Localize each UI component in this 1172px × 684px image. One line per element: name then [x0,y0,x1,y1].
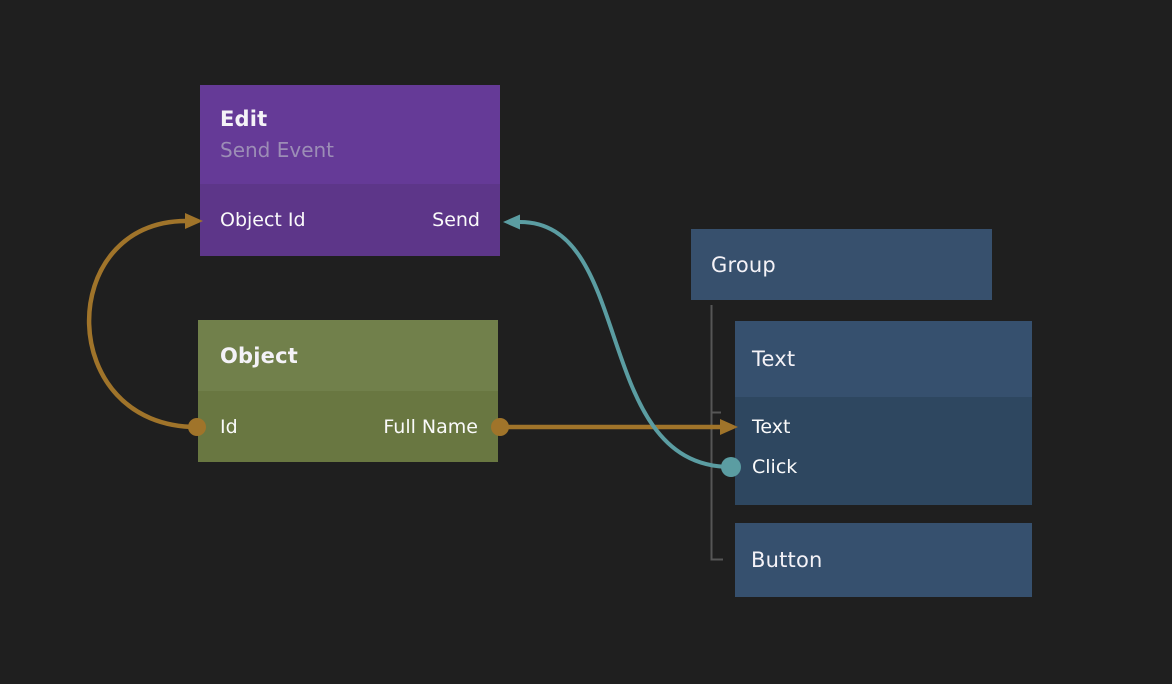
arrowhead-send-icon [503,214,520,230]
node-object[interactable]: Object Id Full Name [198,320,498,462]
port-object-id[interactable]: Object Id [220,209,306,231]
node-object-header: Object [198,320,498,391]
node-group-title: Group [711,252,776,277]
node-button-title: Button [751,548,823,572]
port-id[interactable]: Id [220,415,238,438]
node-group[interactable]: Group [691,229,992,300]
node-text[interactable]: Text Text Click [735,321,1032,505]
edge-id-to-object-id[interactable] [86,218,198,430]
port-send[interactable]: Send [432,209,480,231]
node-edit-header: Edit Send Event [200,85,500,184]
node-text-header: Text [735,321,1032,397]
node-edit-title: Edit [220,107,268,131]
node-object-title: Object [220,343,299,368]
port-text[interactable]: Text [752,416,791,438]
port-full-name[interactable]: Full Name [383,415,478,438]
node-text-ports: Text Click [735,397,1032,505]
node-button[interactable]: Button [735,523,1032,597]
group-tree-line [710,305,723,561]
node-edit-ports: Object Id Send [200,184,500,256]
node-object-ports: Id Full Name [198,391,498,462]
node-text-title: Text [752,347,796,371]
node-edit-subtitle: Send Event [220,138,335,162]
port-click[interactable]: Click [752,456,798,478]
node-edit[interactable]: Edit Send Event Object Id Send [200,85,500,256]
